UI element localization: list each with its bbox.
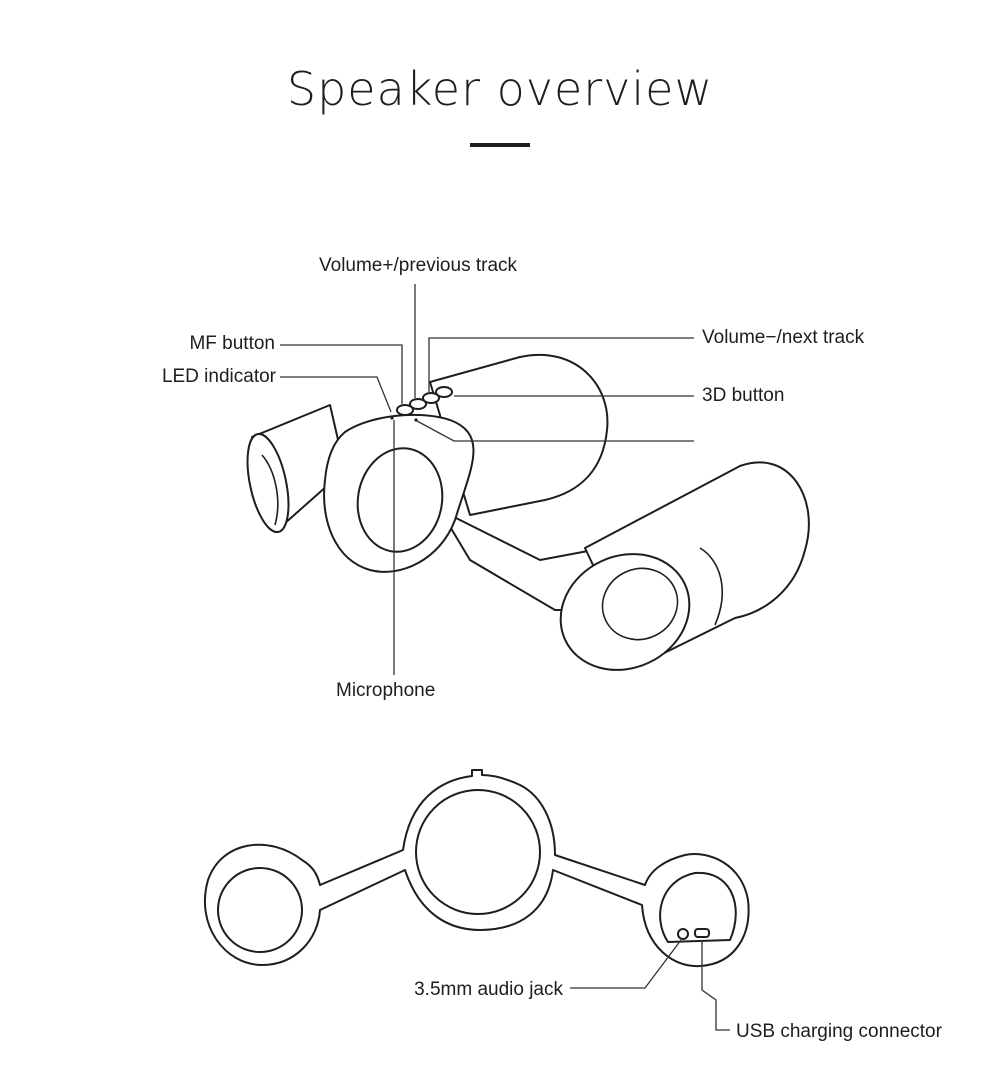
top-leader-lines (280, 284, 694, 675)
right-front-cylinder (559, 461, 810, 671)
label-volume-plus: Volume+/previous track (319, 255, 518, 276)
page-title: Speaker overview (286, 62, 714, 116)
central-ring (323, 413, 475, 573)
label-led-indicator: LED indicator (162, 366, 277, 387)
audio-jack-port (677, 928, 689, 940)
label-3d-button: 3D button (702, 385, 784, 406)
speaker-3d-illustration (246, 353, 810, 671)
label-mf-button: MF button (189, 333, 275, 354)
label-audio-jack: 3.5mm audio jack (414, 979, 563, 1000)
label-volume-minus: Volume−/next track (702, 327, 865, 348)
led-dot (390, 416, 394, 420)
microphone-hole (414, 418, 418, 422)
label-microphone: Microphone (336, 680, 435, 701)
left-cylinder (246, 404, 346, 534)
speaker-top-view (203, 769, 750, 968)
usb-port (694, 928, 710, 938)
control-buttons (390, 386, 453, 422)
label-usb-connector: USB charging connector (736, 1021, 943, 1042)
right-back-cylinder (429, 353, 609, 516)
bottom-leader-lines (570, 939, 730, 1031)
title-underline (470, 143, 530, 147)
